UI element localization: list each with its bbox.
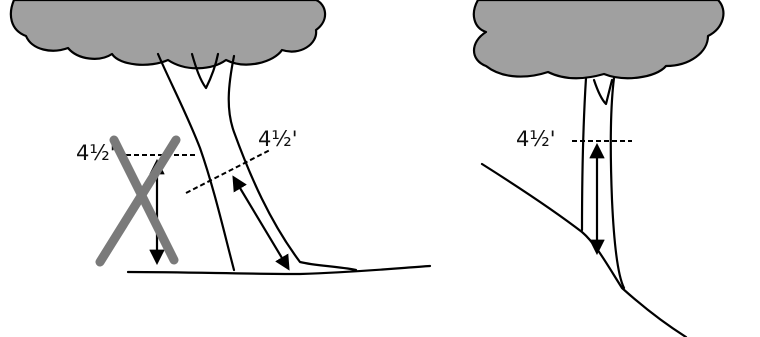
slope-tree-fork <box>594 80 612 104</box>
along-trunk-arrow <box>234 178 288 268</box>
wrong-height-label: 4½' <box>76 141 116 165</box>
leaning-ground <box>128 266 430 274</box>
slope-tree-crown <box>474 0 724 78</box>
slope-tree-trunk-right <box>611 78 624 288</box>
leaning-tree-panel: 4½' 4½' <box>11 0 430 274</box>
slope-tree-trunk-left <box>582 78 586 230</box>
leaning-tree-trunk-right <box>229 56 356 270</box>
slope-tree-panel: 4½' <box>474 0 724 337</box>
slope-height-label: 4½' <box>516 127 556 151</box>
correct-height-label: 4½' <box>258 127 298 151</box>
slope-ground <box>482 164 686 337</box>
leaning-tree-crown <box>11 0 325 68</box>
leaning-tree-trunk <box>158 54 234 270</box>
